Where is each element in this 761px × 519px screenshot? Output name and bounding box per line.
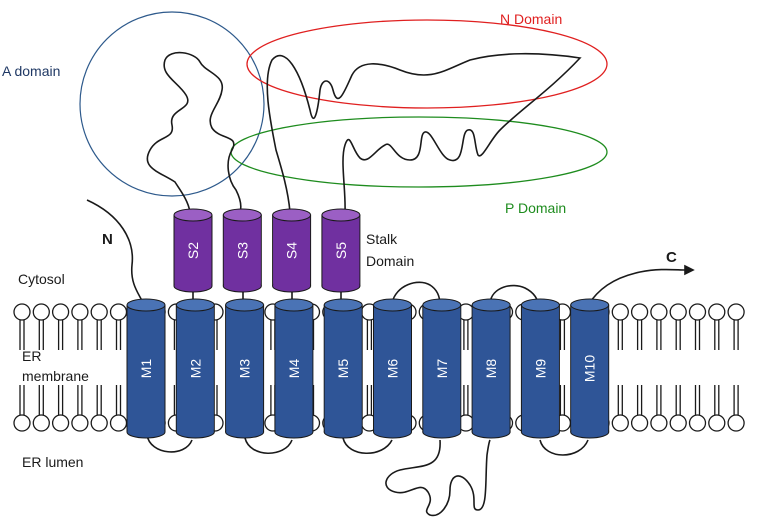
c-terminal-tail (587, 268, 686, 306)
helix-s2: S2 (173, 208, 213, 293)
helix-m9: M9 (520, 298, 560, 439)
helix-s5-label: S5 (333, 242, 349, 259)
lipid-head (708, 414, 726, 432)
lipid-head (669, 303, 687, 321)
lipid-head (13, 303, 31, 321)
n-terminus-label: N (102, 231, 113, 248)
helix-m4: M4 (274, 298, 314, 439)
er-membrane-label-line2: membrane (22, 368, 89, 384)
lipid-head (650, 303, 668, 321)
lipid-head (32, 414, 50, 432)
c-terminal-arrowhead (684, 264, 695, 276)
helix-m8: M8 (471, 298, 511, 439)
m3-m4-luminal-loop (244, 437, 293, 454)
er-lumen-label: ER lumen (22, 454, 83, 470)
helix-s5: S5 (321, 208, 361, 293)
m9-m10-luminal-loop (539, 439, 589, 456)
m7-m8-luminal-loop (385, 439, 491, 517)
helix-m6: M6 (373, 298, 412, 439)
lipid-head (688, 414, 707, 432)
helix-s3-label: S3 (234, 242, 250, 259)
n-domain-label: N Domain (500, 11, 562, 27)
helix-s4-label: S4 (284, 242, 300, 259)
helix-m3: M3 (225, 298, 265, 439)
a-domain-ellipse (79, 11, 265, 197)
lipid-head (32, 303, 50, 321)
membrane-helices: M1 M2 M3 M4 M5 M6 M7 M8 M9 M10 (126, 298, 610, 439)
n-terminal-tail (86, 199, 144, 304)
helix-m3-label: M3 (237, 359, 253, 379)
helix-m4-label: M4 (286, 359, 302, 379)
lipid-head (669, 414, 687, 432)
lipid-head (109, 414, 128, 432)
helix-m7: M7 (422, 298, 462, 439)
lipid-head (51, 303, 70, 321)
stalk-helices: S2 S3 S4 S5 (173, 208, 361, 293)
helix-m10-label: M10 (582, 355, 598, 382)
helix-m2-label: M2 (187, 359, 203, 379)
helix-m8-label: M8 (483, 359, 499, 379)
lipid-head (51, 414, 70, 432)
m1-m2-luminal-loop (146, 434, 193, 453)
lipid-head (13, 414, 31, 432)
lipid-head (688, 303, 707, 321)
lipid-head (727, 303, 745, 321)
lipid-head (727, 414, 745, 432)
lipid-head (630, 303, 649, 321)
lipid-head (71, 414, 89, 432)
n-domain-ellipse (246, 19, 608, 109)
helix-s4: S4 (272, 208, 312, 293)
helix-m7-label: M7 (434, 359, 450, 379)
lipid-head (71, 303, 89, 321)
helix-m9-label: M9 (532, 359, 548, 379)
helix-m1: M1 (126, 298, 166, 439)
a-domain-label: A domain (2, 63, 60, 79)
c-terminus-label: C (666, 249, 677, 266)
helix-m2: M2 (175, 298, 215, 439)
helix-s3: S3 (222, 208, 262, 293)
helix-m5: M5 (323, 298, 363, 439)
m5-m6-luminal-loop (342, 437, 393, 454)
helix-m1-label: M1 (138, 359, 154, 379)
helix-m10: M10 (570, 298, 610, 439)
helix-m6-label: M6 (385, 359, 401, 379)
lipid-head (630, 414, 649, 432)
cytosol-label: Cytosol (18, 271, 65, 287)
helix-m5-label: M5 (335, 359, 351, 379)
stalk-domain-label-line1: Stalk (366, 231, 398, 247)
np-domain-loop (266, 52, 582, 213)
lipid-head (611, 414, 629, 432)
polypeptide-chain (86, 51, 695, 517)
lipid-head (611, 303, 629, 321)
stalk-domain-label-line2: Domain (366, 253, 414, 269)
lipid-head (90, 414, 108, 432)
lipid-head (708, 303, 726, 321)
lipid-head (109, 303, 128, 321)
p-domain-label: P Domain (505, 200, 566, 216)
lipid-head (90, 303, 108, 321)
er-membrane-label-line1: ER (22, 348, 41, 364)
lipid-head (650, 414, 668, 432)
a-domain-loop (146, 51, 242, 213)
helix-s2-label: S2 (185, 242, 201, 259)
